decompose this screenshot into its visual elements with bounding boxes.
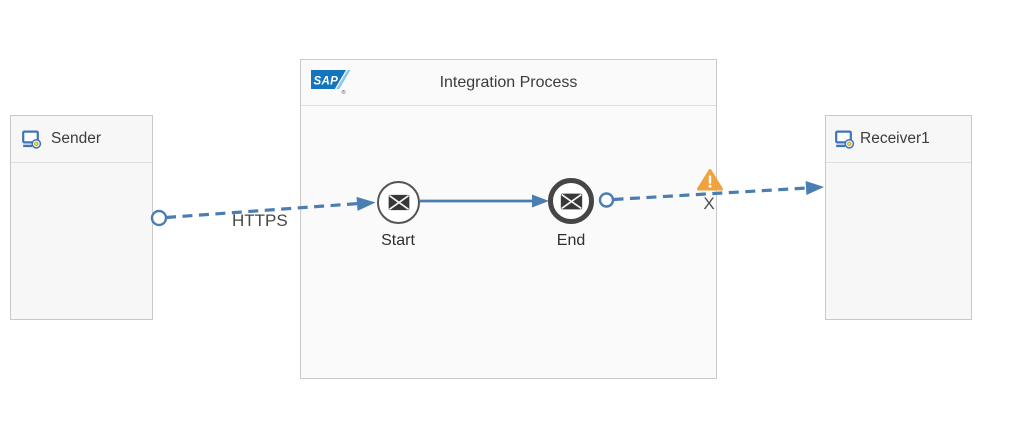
receiver-header: Receiver1 (826, 116, 971, 163)
process-title: Integration Process (439, 74, 578, 91)
end-event-label: End (556, 232, 586, 249)
sap-registered-mark: ® (342, 89, 346, 96)
integration-process-header: SAP ® Integration Process (301, 60, 716, 106)
start-event[interactable] (377, 181, 420, 224)
sap-logo-icon: SAP ® (311, 70, 351, 96)
connector-endpoint-circle[interactable] (150, 209, 168, 227)
connection-status-label: X (703, 194, 715, 213)
connection-protocol-label: HTTPS (232, 211, 288, 230)
arrowhead-icon (805, 181, 824, 196)
integration-process-box[interactable]: SAP ® Integration Process (300, 59, 717, 379)
system-participant-icon (835, 130, 855, 149)
sender-participant-box[interactable]: Sender (10, 115, 153, 320)
message-envelope-icon (388, 194, 409, 211)
start-event-label: Start (381, 232, 415, 249)
system-participant-icon (22, 130, 42, 149)
end-event[interactable] (548, 178, 594, 224)
sap-logo-text: SAP (314, 76, 339, 88)
receiver-label: Receiver1 (860, 130, 930, 147)
sender-header: Sender (11, 116, 152, 163)
sender-label: Sender (51, 130, 101, 147)
message-envelope-icon (560, 193, 582, 209)
receiver-participant-box[interactable]: Receiver1 (825, 115, 972, 320)
